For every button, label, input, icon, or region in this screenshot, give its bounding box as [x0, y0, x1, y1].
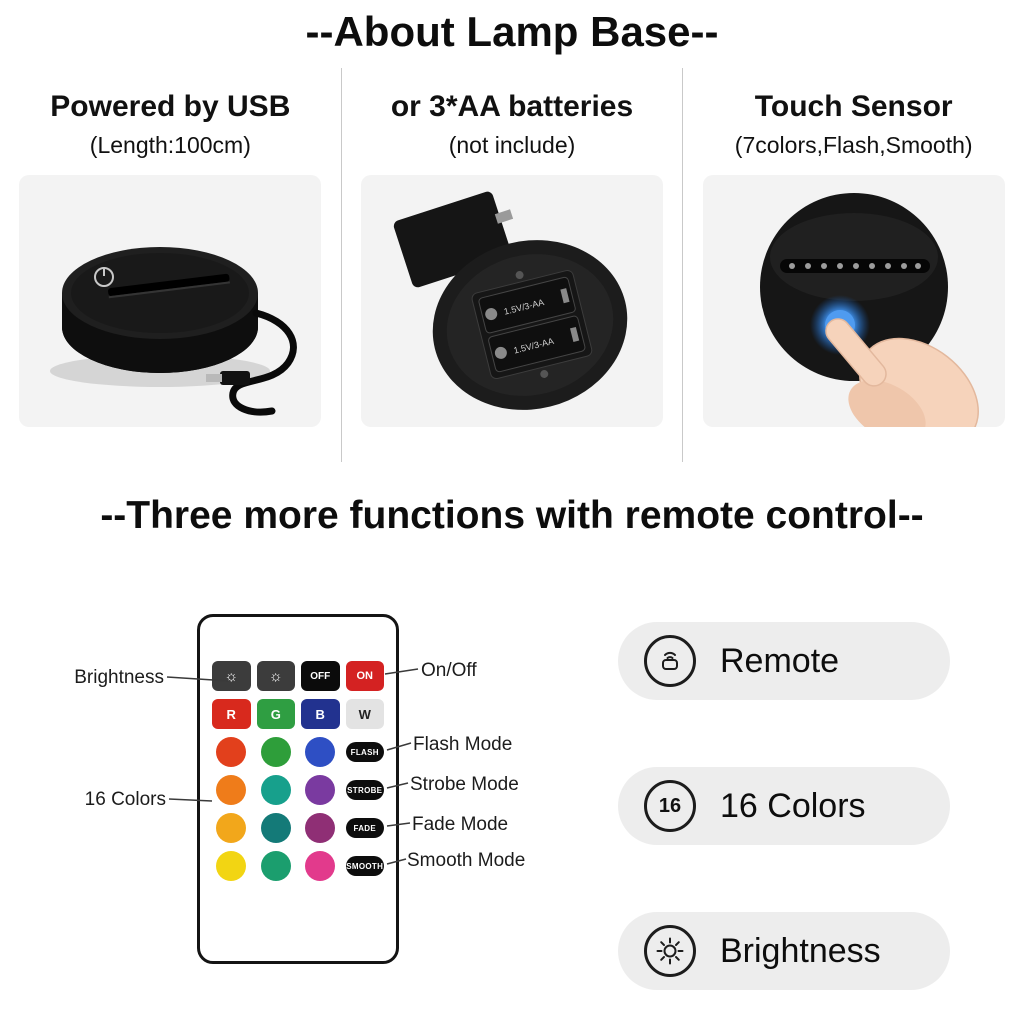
remote-key-color-r3c2 [260, 813, 291, 843]
remote-key-strobe: STROBE [345, 780, 384, 800]
battery-base-illustration: 1.5V/3-AA 1.5V/3-AA [393, 191, 628, 410]
touch-sensor-illustration [759, 193, 979, 427]
remote-key-brightness-up: ☼ [212, 661, 251, 691]
callout-flash-mode: Flash Mode [413, 734, 513, 755]
section-title-remote-functions: --Three more functions with remote contr… [100, 494, 924, 537]
touch-power-icon [94, 267, 115, 287]
remote-key-smooth: SMOOTH [345, 856, 384, 876]
feature-usb: Powered by USB (Length:100cm) [0, 68, 341, 462]
remote-key-color-r3c3 [305, 813, 336, 843]
feature-touch: Touch Sensor (7colors,Flash,Smooth) [682, 68, 1024, 462]
feature-battery-subheading: (not include) [448, 132, 576, 158]
feature-usb-heading: Powered by USB [50, 90, 291, 123]
remote-key-color-r4c2 [260, 851, 291, 881]
callout-16-colors: 16 Colors [84, 789, 166, 810]
remote-key-color-r1c2 [260, 737, 291, 767]
badge-brightness-label: Brightness [720, 931, 881, 970]
remote-key-green: G [256, 699, 295, 729]
feature-usb-subheading: (Length:100cm) [89, 132, 251, 158]
feature-columns: Powered by USB (Length:100cm) [0, 68, 1024, 462]
usb-base-illustration [50, 247, 298, 416]
callout-fade-mode: Fade Mode [412, 814, 509, 835]
brightness-icon [644, 925, 696, 977]
remote-key-brightness-down: ☼ [256, 661, 295, 691]
remote-key-red: R [212, 699, 251, 729]
remote-key-color-r2c1 [216, 775, 247, 805]
badge-16-colors: 16 16 Colors [618, 767, 950, 845]
photo-usb-base [19, 175, 322, 427]
callout-brightness: Brightness [74, 667, 164, 688]
usb-plug [220, 371, 251, 385]
usb-cable [229, 309, 298, 416]
brightness-down-icon: ☼ [268, 667, 283, 685]
remote-keypad: ☼ ☼ OFF ON R G B W FLASH STROBE FADE [212, 659, 384, 883]
remote-key-white: W [345, 699, 384, 729]
remote-key-color-r4c3 [305, 851, 336, 881]
badge-16-colors-label: 16 Colors [720, 786, 866, 825]
callout-on-off: On/Off [421, 660, 477, 681]
hand [824, 318, 979, 427]
badge-brightness: Brightness [618, 912, 950, 990]
remote-key-fade: FADE [345, 818, 384, 838]
badge-remote: Remote [618, 622, 950, 700]
remote-key-color-r3c1 [216, 813, 247, 843]
feature-touch-subheading: (7colors,Flash,Smooth) [734, 132, 973, 158]
remote-icon [644, 635, 696, 687]
remote-key-on: ON [345, 661, 384, 691]
remote-key-off: OFF [301, 661, 340, 691]
photo-battery-base: 1.5V/3-AA 1.5V/3-AA [361, 175, 663, 427]
feature-battery: or 3*AA batteries (not include) [340, 68, 683, 462]
battery-compartment: 1.5V/3-AA 1.5V/3-AA [432, 240, 628, 410]
feature-touch-heading: Touch Sensor [754, 90, 953, 123]
remote-key-color-r2c3 [305, 775, 336, 805]
section-title-lamp-base: --About Lamp Base-- [305, 8, 719, 55]
remote-key-color-r4c1 [216, 851, 247, 881]
photo-touch-sensor [702, 175, 1005, 427]
remote-key-color-r2c2 [260, 775, 291, 805]
callout-strobe-mode: Strobe Mode [410, 774, 519, 795]
remote-key-blue: B [301, 699, 340, 729]
badge-remote-label: Remote [720, 641, 840, 680]
callout-smooth-mode: Smooth Mode [407, 850, 526, 871]
led-strip [779, 259, 930, 273]
remote-key-flash: FLASH [345, 742, 384, 762]
remote-control: ☼ ☼ OFF ON R G B W FLASH STROBE FADE [197, 614, 399, 964]
remote-key-color-r1c1 [216, 737, 247, 767]
feature-battery-heading: or 3*AA batteries [390, 90, 634, 123]
16-colors-icon: 16 [644, 780, 696, 832]
brightness-up-icon: ☼ [224, 667, 239, 685]
remote-key-color-r1c3 [305, 737, 336, 767]
acrylic-slot [108, 273, 231, 299]
